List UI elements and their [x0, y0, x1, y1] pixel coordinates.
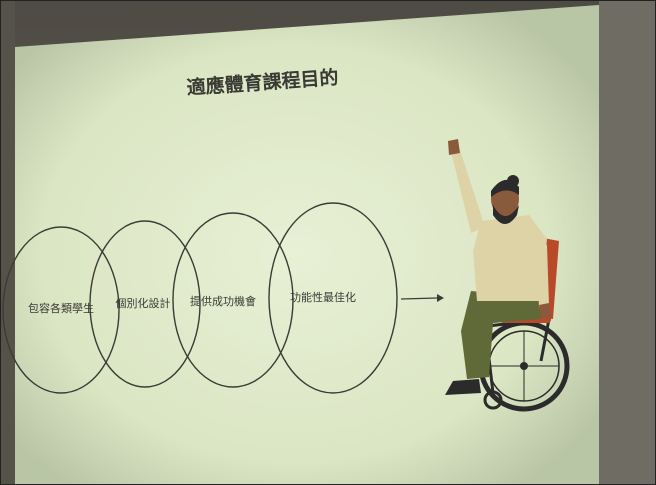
- arrow-icon: [400, 294, 444, 302]
- goal-circle-4: [268, 202, 398, 394]
- goal-label-1: 包容各類學生: [28, 301, 94, 315]
- goal-circle-1: [2, 226, 120, 394]
- goal-circle-2: [89, 220, 201, 388]
- goal-label-3: 提供成功機會: [190, 294, 256, 308]
- wheelchair-user-illustration: [445, 139, 570, 412]
- projection-screen: [15, 5, 599, 484]
- goal-circle-3: [172, 212, 294, 388]
- goal-label-2: 個別化設計: [116, 296, 171, 310]
- goal-circles: [2, 202, 398, 394]
- right-wall: [599, 1, 655, 484]
- left-wall: [1, 1, 15, 484]
- goal-label-4: 功能性最佳化: [290, 290, 356, 304]
